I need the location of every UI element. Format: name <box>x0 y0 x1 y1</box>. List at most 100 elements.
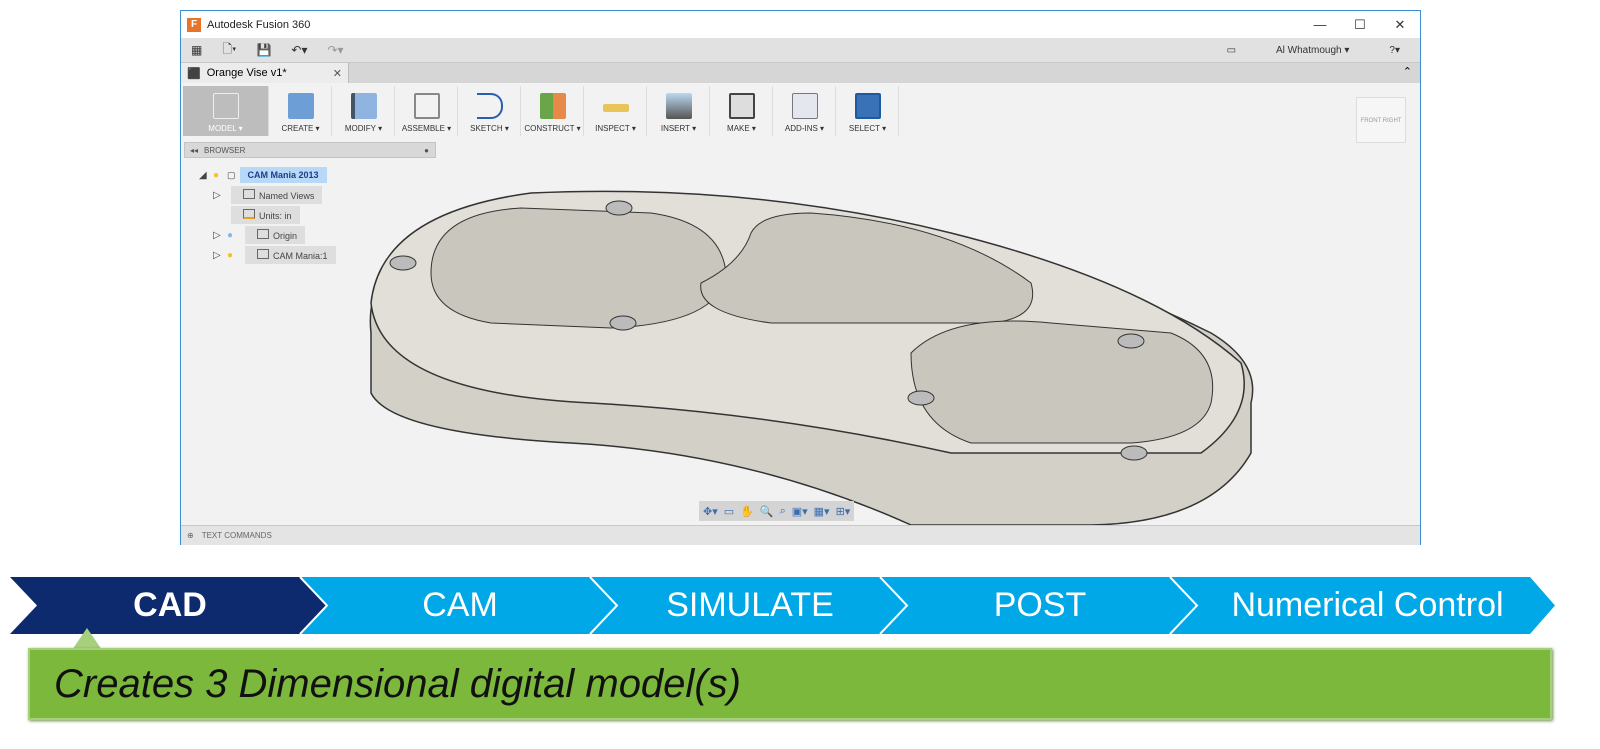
box-icon <box>287 93 314 119</box>
component-icon: ⬛ <box>187 67 201 80</box>
tab-orange-vise[interactable]: ⬛ Orange Vise v1* ✕ <box>181 63 349 83</box>
node-label: Origin <box>273 231 298 241</box>
tree-node-root[interactable]: ◢ ● ▢CAM Mania 2013 <box>199 165 336 185</box>
body-icon <box>257 249 269 259</box>
redo-icon[interactable]: ↷▾ <box>327 43 344 57</box>
fusion-window: F Autodesk Fusion 360 — ☐ ✕ ▦ 🗋▾ 💾 ↶▾ ↷▾… <box>180 10 1421 545</box>
orbit-icon[interactable]: ✥▾ <box>703 505 718 518</box>
label: CREATE ▾ <box>281 124 320 133</box>
viewports-icon[interactable]: ⊞▾ <box>835 505 851 518</box>
viewcube-front[interactable]: FRONT <box>1360 118 1382 124</box>
create-button[interactable]: CREATE ▾ <box>270 86 332 136</box>
help-button[interactable]: ?▾ <box>1389 44 1400 56</box>
tree-node-origin[interactable]: ▷ ● Origin <box>213 225 336 245</box>
close-button[interactable]: ✕ <box>1394 17 1406 32</box>
printer-3d-icon <box>728 93 755 119</box>
scripts-gear-icon <box>791 93 818 119</box>
tree-node-units[interactable]: Units: in <box>227 205 336 225</box>
browser-minimize-icon[interactable]: ● <box>424 145 429 155</box>
label: SELECT ▾ <box>848 124 887 133</box>
node-label: CAM Mania 2013 <box>239 167 327 183</box>
look-at-icon[interactable]: ▭ <box>723 505 735 518</box>
expand-triangle-icon[interactable]: ▷ <box>213 229 221 241</box>
browser-title: BROWSER <box>204 145 246 155</box>
tab-close-icon[interactable]: ✕ <box>332 67 342 80</box>
title-bar: F Autodesk Fusion 360 — ☐ ✕ <box>181 11 1420 38</box>
tree-node-named-views[interactable]: ▷ Named Views <box>213 185 336 205</box>
grid-icon[interactable]: ▦▾ <box>813 505 830 518</box>
description-callout: Creates 3 Dimensional digital model(s) <box>28 648 1552 720</box>
fit-icon[interactable]: ⌕ <box>779 504 786 517</box>
expand-icon[interactable]: ⊕ <box>187 531 194 540</box>
window-title: Autodesk Fusion 360 <box>207 18 311 31</box>
browser-tree: ◢ ● ▢CAM Mania 2013 ▷ Named Views Units: in… <box>199 165 336 265</box>
node-label: CAM Mania:1 <box>273 251 328 261</box>
minimize-button[interactable]: — <box>1313 17 1327 32</box>
collapse-ribbon-icon[interactable]: ⌃ <box>1402 66 1412 78</box>
document-tabs: ⬛ Orange Vise v1* ✕ ⌃ <box>181 63 1420 83</box>
undo-icon[interactable]: ↶▾ <box>291 43 308 57</box>
assemble-button[interactable]: ASSEMBLE ▾ <box>396 86 458 136</box>
viewcube[interactable]: FRONT RIGHT <box>1356 97 1406 143</box>
document-icon <box>243 209 255 219</box>
workspace: MODEL ▾ CREATE ▾ MODIFY ▾ ASSEMBLE ▾ SKE… <box>181 83 1420 545</box>
chevron-post <box>880 577 1197 634</box>
job-status-icon[interactable]: ▭ <box>1226 44 1237 56</box>
file-menu-icon[interactable]: 🗋▾ <box>222 41 237 56</box>
pan-hand-icon[interactable]: ✋ <box>740 505 754 518</box>
lightbulb-icon[interactable]: ● <box>227 249 234 261</box>
label: MODIFY ▾ <box>344 124 383 133</box>
process-chevron-bar <box>10 577 1555 634</box>
chevron-cam <box>300 577 617 634</box>
navigation-bar: ✥▾ ▭ ✋ 🔍 ⌕ ▣▾ ▦▾ ⊞▾ <box>699 501 855 521</box>
ruler-icon <box>602 104 629 112</box>
ribbon-toolbar: MODEL ▾ CREATE ▾ MODIFY ▾ ASSEMBLE ▾ SKE… <box>183 86 899 136</box>
modify-button[interactable]: MODIFY ▾ <box>333 86 395 136</box>
make-button[interactable]: MAKE ▾ <box>711 86 773 136</box>
3d-model-viewport[interactable] <box>351 153 1411 525</box>
label: INSPECT ▾ <box>595 124 636 133</box>
save-icon[interactable]: 💾 <box>256 43 272 57</box>
folder-icon <box>243 189 255 199</box>
fusion-logo-icon: F <box>187 17 201 32</box>
zoom-icon[interactable]: 🔍 <box>759 505 774 518</box>
maximize-button[interactable]: ☐ <box>1354 17 1366 32</box>
label: INSERT ▾ <box>660 124 697 133</box>
lightbulb-icon[interactable]: ● <box>227 229 234 241</box>
apps-grid-icon[interactable]: ▦ <box>191 43 203 57</box>
node-label: Units: in <box>259 211 292 221</box>
inspect-button[interactable]: INSPECT ▾ <box>585 86 647 136</box>
label: MODEL ▾ <box>208 124 243 133</box>
collapse-browser-icon[interactable]: ◂◂ <box>190 145 199 155</box>
label: SKETCH ▾ <box>470 124 509 133</box>
chevron-cad <box>10 577 327 634</box>
workspace-model-button[interactable]: MODEL ▾ <box>183 86 269 136</box>
select-button[interactable]: SELECT ▾ <box>837 86 899 136</box>
chevron-nc <box>1170 577 1555 634</box>
tree-node-body[interactable]: ▷ ● CAM Mania:1 <box>213 245 336 265</box>
image-icon <box>665 93 692 119</box>
insert-button[interactable]: INSERT ▾ <box>648 86 710 136</box>
browser-header[interactable]: ◂◂ BROWSER ● <box>184 142 436 158</box>
component-icon: ▢ <box>227 169 236 180</box>
collapse-triangle-icon[interactable]: ◢ <box>199 169 207 181</box>
press-pull-icon <box>350 93 377 119</box>
label: CONSTRUCT ▾ <box>524 124 581 133</box>
sketch-button[interactable]: SKETCH ▾ <box>459 86 521 136</box>
joint-icon <box>413 93 440 119</box>
lightbulb-icon[interactable]: ● <box>213 169 220 181</box>
user-menu[interactable]: Al Whatmough ▾ <box>1276 44 1350 56</box>
model-cube-icon <box>212 93 239 119</box>
node-label: Named Views <box>259 191 315 201</box>
plane-icon <box>539 93 566 119</box>
text-commands-bar[interactable]: ⊕ TEXT COMMANDS <box>181 525 1420 545</box>
add-ins-button[interactable]: ADD-INS ▾ <box>774 86 836 136</box>
folder-icon <box>257 229 269 239</box>
construct-button[interactable]: CONSTRUCT ▾ <box>522 86 584 136</box>
select-cursor-icon <box>854 93 881 119</box>
display-settings-icon[interactable]: ▣▾ <box>791 505 808 518</box>
text-commands-label: TEXT COMMANDS <box>201 531 272 540</box>
expand-triangle-icon[interactable]: ▷ <box>213 189 221 201</box>
viewcube-right[interactable]: RIGHT <box>1382 118 1402 124</box>
expand-triangle-icon[interactable]: ▷ <box>213 249 221 261</box>
